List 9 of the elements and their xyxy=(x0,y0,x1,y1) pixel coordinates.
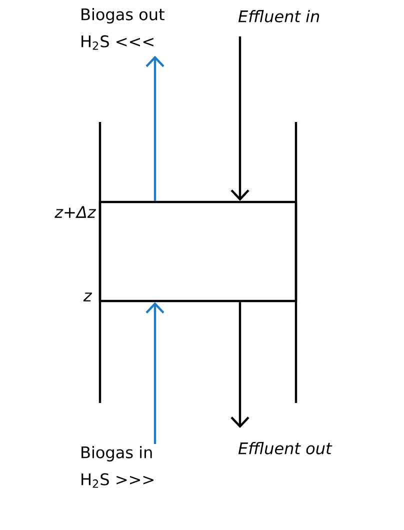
arrow xyxy=(146,302,164,444)
flow-label: Effluent out xyxy=(238,442,332,454)
control-volume-box xyxy=(98,200,298,302)
flow-label: Biogas out H$_{2}$S <<< xyxy=(82,8,164,50)
flow-label: Biogas in H$_{2}$S >>> xyxy=(82,446,154,488)
arrow xyxy=(146,56,164,201)
arrow xyxy=(230,302,250,428)
flow-label: Effluent in xyxy=(238,10,320,22)
arrow xyxy=(230,36,250,201)
